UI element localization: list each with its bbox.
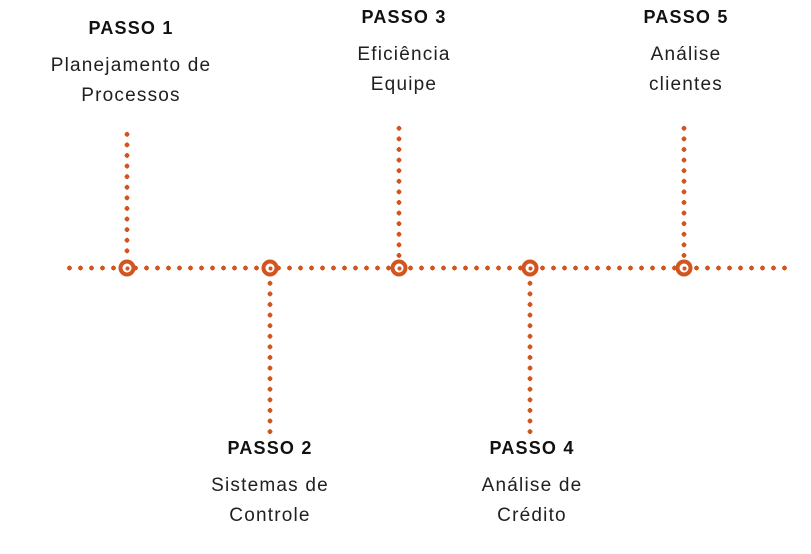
step-title: PASSO 3 [361, 7, 447, 27]
node-inner-ring [394, 263, 404, 273]
node-inner-ring [265, 263, 275, 273]
node-core-dot [682, 266, 686, 270]
connector-line-step5 [681, 123, 687, 259]
node-inner-ring [679, 263, 689, 273]
step-description: Planejamento de Processos [51, 51, 212, 111]
connector-line-step4 [527, 278, 533, 438]
bullseye-node-icon [675, 259, 693, 277]
bullseye-node-icon [390, 259, 408, 277]
step-description-line: Eficiência [357, 44, 451, 65]
node-core-dot [528, 266, 532, 270]
step-title: PASSO 4 [489, 438, 575, 458]
step-description-line: Planejamento de [50, 55, 212, 76]
bullseye-node-icon [261, 259, 279, 277]
step-title: PASSO 5 [643, 7, 729, 27]
timeline-axis [64, 265, 791, 271]
step-description: Sistemas de Controle [211, 471, 329, 531]
step-description-line: Crédito [497, 505, 567, 526]
step-description-line: Controle [229, 505, 311, 526]
bullseye-node-icon [118, 259, 136, 277]
node-inner-ring [122, 263, 132, 273]
step-label-1: PASSO 1 Planejamento de Processos [51, 18, 212, 111]
step-description: Análise de Crédito [482, 471, 583, 531]
step-label-3: PASSO 3 Eficiência Equipe [357, 7, 450, 100]
step-label-2: PASSO 2 Sistemas de Controle [211, 438, 329, 531]
node-core-dot [397, 266, 401, 270]
step-description-line: Análise [650, 44, 722, 65]
node-core-dot [268, 266, 272, 270]
connector-line-step2 [267, 278, 273, 438]
step-description-line: Sistemas de [211, 475, 329, 496]
step-description-line: Equipe [370, 74, 438, 95]
connector-line-step3 [396, 123, 402, 259]
node-inner-ring [525, 263, 535, 273]
step-description: Eficiência Equipe [357, 40, 450, 100]
step-label-4: PASSO 4 Análise de Crédito [482, 438, 583, 531]
step-description-line: Análise de [481, 475, 583, 496]
step-title: PASSO 2 [227, 438, 313, 458]
step-description: Análise clientes [643, 40, 728, 100]
step-description-line: Processos [81, 85, 181, 106]
node-core-dot [125, 266, 129, 270]
step-description-line: clientes [648, 74, 724, 95]
bullseye-node-icon [521, 259, 539, 277]
connector-line-step1 [124, 129, 130, 259]
step-label-5: PASSO 5 Análise clientes [643, 7, 728, 100]
step-title: PASSO 1 [88, 18, 174, 38]
